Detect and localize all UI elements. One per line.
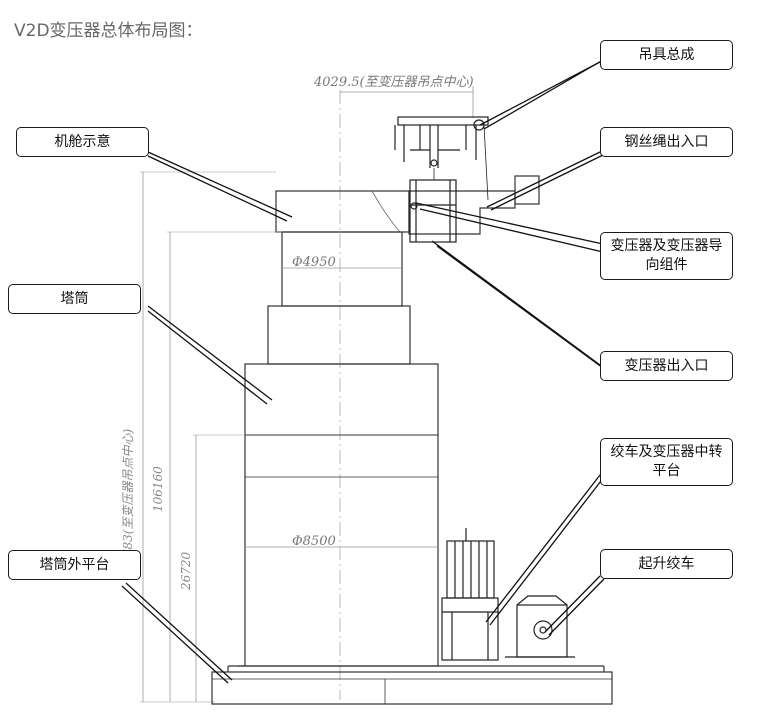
callout-hoist-assembly-label: 吊具总成: [638, 46, 695, 63]
tower-shape: [238, 231, 439, 667]
callout-winch-platform: 绞车及变压器中转平台: [600, 438, 733, 486]
total-height-dimension: 107783(至变压器吊点中心): [121, 429, 135, 580]
lifting-winch-shape: [505, 595, 575, 658]
callout-transformer-guide-label: 变压器及变压器导向组件: [610, 238, 723, 273]
callout-wire-rope-port-label: 钢丝绳出入口: [624, 133, 709, 150]
diagram-title: V2D变压器总体布局图：: [14, 21, 203, 41]
transformer-guide-shape: [409, 168, 457, 243]
lower-height-dimension: 26720: [179, 551, 193, 591]
callout-winch-platform-label: 绞车及变压器中转平台: [610, 444, 723, 479]
tower-height-dimension: 106160: [151, 466, 165, 512]
hoist-assembly-shape: [394, 116, 489, 201]
outer-platform-shape: [211, 665, 613, 705]
callout-tower: 塔筒: [8, 284, 141, 314]
top-diameter-dimension: Φ4950: [292, 255, 336, 270]
nacelle-shape: [275, 175, 540, 235]
bottom-diameter-dimension: Φ8500: [292, 534, 336, 549]
winch-platform-shape: [441, 528, 499, 661]
leader-lines: [121, 59, 605, 684]
callout-tower-outer-platform: 塔筒外平台: [8, 550, 141, 580]
top-offset-dimension: 4029.5(至变压器吊点中心): [313, 74, 474, 90]
callout-nacelle: 机舱示意: [16, 127, 149, 157]
callout-lifting-winch-label: 起升绞车: [638, 555, 695, 572]
callout-tower-label: 塔筒: [60, 290, 89, 307]
callout-lifting-winch: 起升绞车: [600, 549, 733, 579]
callout-hoist-assembly: 吊具总成: [600, 40, 733, 70]
callout-transformer-port: 变压器出入口: [600, 351, 733, 381]
callout-transformer-port-label: 变压器出入口: [624, 357, 709, 374]
callout-nacelle-label: 机舱示意: [54, 133, 111, 150]
callout-transformer-guide: 变压器及变压器导向组件: [600, 232, 733, 280]
callout-wire-rope-port: 钢丝绳出入口: [600, 127, 733, 157]
callout-tower-outer-platform-label: 塔筒外平台: [39, 556, 110, 573]
